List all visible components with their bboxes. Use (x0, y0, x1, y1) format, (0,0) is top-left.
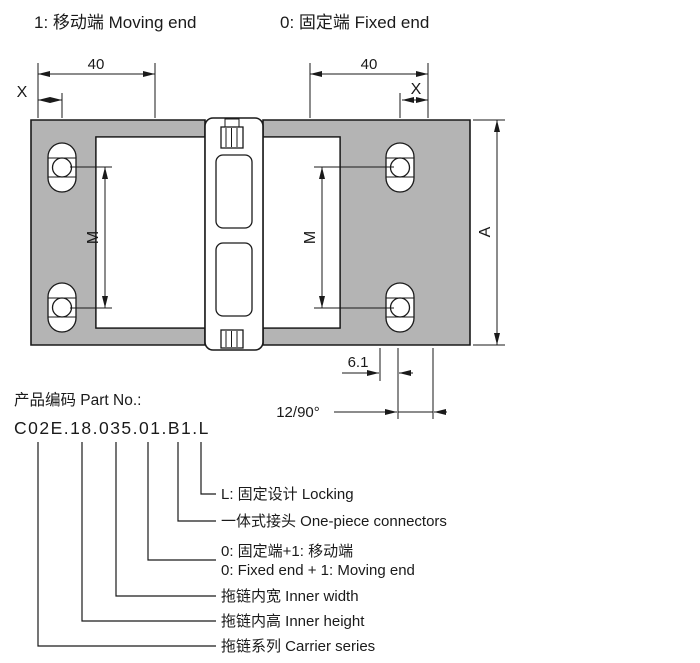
dim-m-right: M (302, 167, 325, 308)
dimension-annotations: 40 40 X X M (17, 56, 505, 421)
part-number-code: C02E.18.035.01.B1.L (14, 418, 210, 438)
slot-hole-top-left (47, 142, 77, 193)
dim-a: A (477, 120, 500, 345)
link-window-top (215, 154, 253, 229)
dim-m-right-label: M (302, 231, 319, 244)
slot-hole-top-right (385, 142, 415, 193)
callout-label-ends-line1: 0: 固定端+1: 移动端 (221, 543, 353, 560)
part-number-section: 产品编码 Part No.: C02E.18.035.01.B1.L L: 固定… (14, 391, 447, 655)
callout-label-locking: L: 固定设计 Locking (221, 486, 354, 503)
carrier-body (30, 117, 471, 351)
callout-line-one-piece (177, 442, 216, 522)
slot-hole-bottom-right (385, 282, 415, 333)
link-bottom-hatch (225, 331, 238, 347)
slot-hole-bottom-left (47, 282, 77, 333)
dim-12-90: 12/90° (276, 404, 447, 421)
link-window-bottom (215, 242, 253, 317)
fixed-end-label: 0: 固定端 Fixed end (280, 13, 429, 32)
moving-end-label: 1: 移动端 Moving end (34, 13, 197, 32)
left-chain-plate (95, 136, 206, 329)
dim-6-1-label: 6.1 (348, 354, 369, 371)
dim-40-right: 40 (310, 56, 428, 77)
dim-x-left: X (17, 84, 62, 103)
dim-x-right-label: X (411, 81, 422, 98)
callout-line-inner-height (81, 442, 216, 622)
callout-line-locking (200, 442, 216, 495)
callout-label-carrier-series: 拖链系列 Carrier series (221, 638, 375, 655)
callout-line-inner-width (115, 442, 216, 597)
dim-40-left: 40 (38, 56, 155, 77)
callout-line-carrier-series (37, 442, 216, 647)
extension-lines (37, 63, 505, 419)
dim-40-right-label: 40 (361, 56, 378, 73)
callout-label-inner-width: 拖链内宽 Inner width (221, 588, 359, 605)
callout-label-ends-line2: 0: Fixed end + 1: Moving end (221, 562, 415, 579)
dim-m-left: M (85, 167, 108, 308)
dim-x-left-label: X (17, 84, 28, 101)
callout-line-ends (147, 442, 216, 561)
dim-a-label: A (477, 226, 494, 237)
dim-40-left-label: 40 (88, 56, 105, 73)
callout-label-inner-height: 拖链内高 Inner height (221, 613, 365, 630)
header-row: 1: 移动端 Moving end 0: 固定端 Fixed end (34, 13, 429, 32)
center-link (204, 117, 264, 351)
part-number-label: 产品编码 Part No.: (14, 391, 141, 409)
link-top-clip (224, 118, 240, 128)
dim-6-1: 6.1 (342, 354, 413, 376)
callout-label-one-piece: 一体式接头 One-piece connectors (221, 513, 447, 530)
dim-12-90-label: 12/90° (276, 404, 320, 421)
link-top-hatch (225, 128, 238, 147)
dim-m-left-label: M (85, 231, 102, 244)
dim-x-right: X (402, 81, 428, 103)
